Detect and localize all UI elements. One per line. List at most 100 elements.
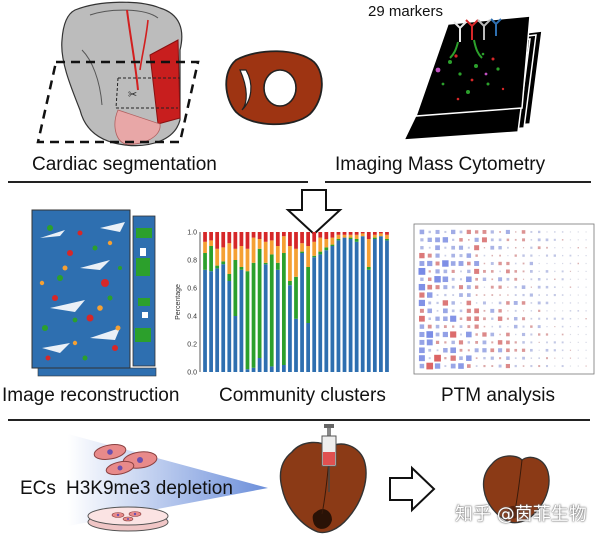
heatmap-cell	[490, 270, 494, 273]
heatmap-cell	[585, 318, 587, 320]
heatmap-cell	[450, 355, 456, 361]
heatmap-cell	[577, 302, 579, 304]
heatmap-cell	[490, 308, 495, 313]
bar-segment	[336, 232, 341, 235]
heatmap-cell	[434, 363, 441, 369]
heatmap-cell	[466, 293, 471, 297]
heatmap-cell	[522, 310, 525, 312]
heatmap-cell	[545, 365, 549, 368]
heatmap-cell	[514, 341, 517, 344]
y-axis-label: Percentage	[175, 284, 182, 320]
heatmap-cell	[507, 294, 509, 296]
heatmap-cell	[514, 254, 517, 257]
bar-segment	[354, 241, 359, 372]
heatmap-cell	[538, 230, 541, 234]
bar-segment	[233, 316, 238, 372]
bar-segment	[257, 232, 262, 239]
heatmap-cell	[554, 365, 556, 367]
heatmap-cell	[483, 364, 486, 368]
heart-cross-section-icon	[225, 50, 323, 126]
heatmap-cell	[530, 246, 533, 249]
right-arrow-icon	[389, 465, 436, 513]
heatmap-cell	[458, 363, 464, 369]
heatmap-cell	[498, 285, 502, 289]
bar-segment	[348, 234, 353, 238]
heatmap-cell	[569, 239, 572, 241]
ptm-analysis-label: PTM analysis	[441, 385, 556, 406]
bar-segment	[221, 261, 226, 265]
bar-segment	[209, 232, 213, 241]
heatmap-cell	[506, 332, 510, 337]
heatmap-cell	[459, 325, 463, 328]
bar-segment	[294, 276, 298, 319]
ecs-label: ECs	[20, 478, 56, 499]
heatmap-cell	[577, 310, 580, 312]
heatmap-cell	[554, 302, 556, 304]
heatmap-cell	[475, 294, 478, 296]
ptm-heatmap	[413, 223, 595, 375]
bar-segment	[300, 251, 304, 253]
heatmap-cell	[562, 310, 564, 312]
heatmap-cell	[474, 237, 479, 242]
heatmap-cell	[499, 270, 501, 273]
heatmap-cell	[569, 357, 572, 359]
y-tick-label: 0.4	[187, 314, 197, 321]
h3k9me3-depletion-label: H3K9me3 depletion	[66, 478, 233, 499]
heatmap-cell	[442, 276, 449, 283]
bar-segment	[385, 234, 389, 239]
middle-divider	[8, 419, 590, 421]
heatmap-cell	[444, 293, 447, 297]
heatmap-cell	[459, 348, 463, 352]
heatmap-cell	[460, 333, 462, 336]
heatmap-cell	[569, 349, 572, 351]
heatmap-cell	[420, 246, 424, 250]
bar-segment	[318, 254, 323, 372]
heatmap-cell	[490, 238, 494, 242]
heatmap-cell	[435, 316, 440, 321]
heatmap-cell	[482, 348, 487, 353]
heatmap-cell	[490, 332, 495, 337]
heatmap-cell	[507, 255, 509, 257]
heatmap-cell	[451, 301, 455, 305]
heatmap-cell	[554, 326, 556, 328]
heatmap-cell	[514, 357, 517, 360]
bar-segment	[324, 232, 329, 239]
heatmap-cell	[553, 254, 557, 257]
heatmap-cell	[458, 261, 464, 266]
bar-segment	[257, 358, 262, 372]
heatmap-cell	[506, 277, 510, 281]
heatmap-cell	[513, 324, 518, 329]
heatmap-cell	[459, 317, 463, 320]
heatmap-cell	[459, 293, 463, 297]
heatmap-cell	[530, 270, 533, 273]
heatmap-cell	[554, 278, 556, 281]
bar-segment	[318, 251, 323, 255]
heatmap-cell	[419, 261, 425, 266]
heatmap-cell	[466, 316, 471, 321]
heatmap-cell	[466, 229, 471, 235]
heatmap-cell	[459, 238, 463, 242]
heatmap-cell	[483, 309, 486, 312]
heatmap-cell	[585, 262, 587, 265]
heatmap-frame	[413, 223, 595, 375]
heatmap-cell	[545, 357, 549, 360]
heatmap-cell	[530, 310, 533, 312]
heatmap-cell	[530, 357, 533, 359]
heatmap-cell	[498, 364, 502, 368]
bar-segment	[251, 232, 256, 238]
bar-segment	[288, 281, 292, 286]
heatmap-cell	[498, 325, 502, 328]
heatmap-cell	[490, 245, 495, 250]
heatmap-cell	[577, 357, 579, 359]
heatmap-cell	[435, 253, 440, 258]
heatmap-cell	[506, 317, 509, 320]
heatmap-cell	[475, 302, 478, 304]
heatmap-cell	[537, 325, 541, 329]
heatmap-cell	[537, 278, 541, 281]
heatmap-cell	[419, 331, 425, 338]
heatmap-cell	[514, 309, 517, 312]
bar-segment	[203, 232, 207, 242]
heatmap-cell	[513, 301, 518, 305]
bar-segment	[354, 234, 359, 239]
bar-segment	[215, 248, 220, 266]
